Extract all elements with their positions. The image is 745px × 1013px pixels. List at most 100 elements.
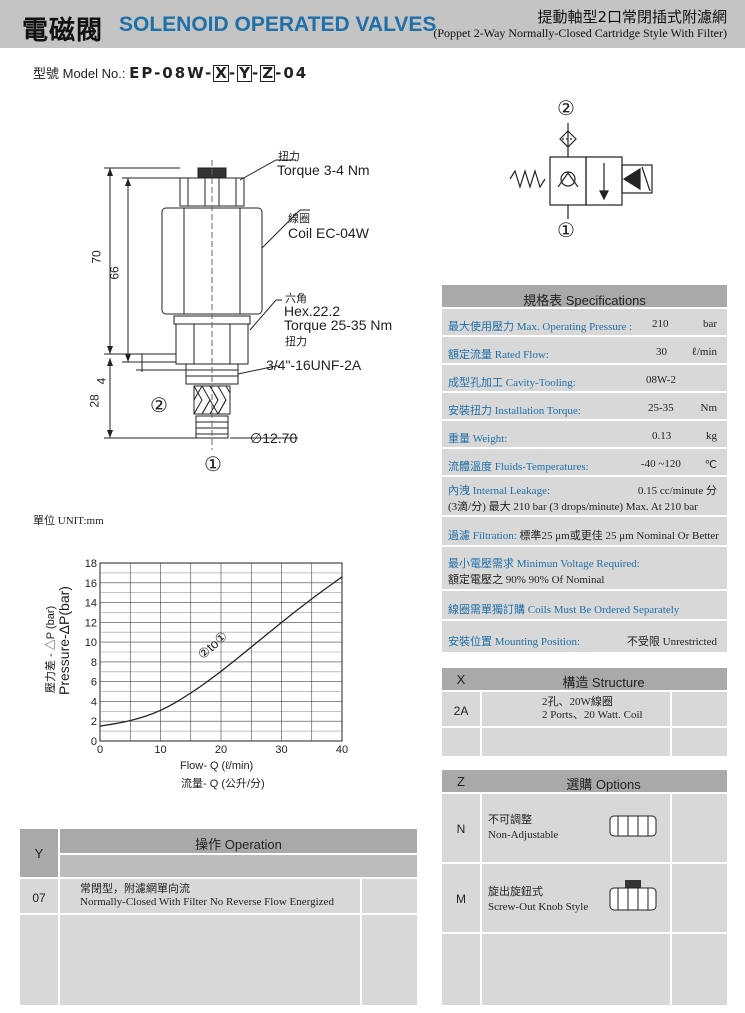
x-tick-label: 10 xyxy=(154,744,166,755)
model-prefix: EP-08W- xyxy=(129,64,214,82)
spec-row: 流體溫度 Fluids-Temperatures: -40 ~120 ℃ xyxy=(442,447,727,475)
spec-value: 210 xyxy=(652,318,669,330)
spec-unit: bar xyxy=(702,318,717,330)
subtitle-en: (Poppet 2-Way Normally-Closed Cartridge … xyxy=(433,26,727,40)
operation-row: 07 常閉型，附濾網單向流 Normally-Closed With Filte… xyxy=(20,877,417,913)
model-z: Z xyxy=(260,64,276,82)
spec-value: -40 ~120 xyxy=(641,458,681,470)
chart-ylabel: Pressure-ΔP(bar) xyxy=(56,586,72,695)
spec-unit: kg xyxy=(706,430,717,442)
structure-desc-cn: 2孔、20W線圈 xyxy=(542,696,613,708)
dim-66: 66 xyxy=(107,266,122,280)
spec-label: 流體溫度 Fluids-Temperatures: xyxy=(448,461,589,473)
hex-torque-label-cn: 扭力 xyxy=(285,336,307,348)
leakage-label: 內洩 Internal Leakage: xyxy=(448,485,551,497)
voltage-label: 最小電壓需求 Minimun Voltage Required: xyxy=(448,558,640,570)
page-header xyxy=(0,0,745,48)
option-cn: 旋出旋鈕式 xyxy=(488,886,543,898)
structure-divider xyxy=(670,690,672,756)
operation-col-y: Y xyxy=(34,846,44,861)
operation-code: 07 xyxy=(32,891,46,905)
x-tick-label: 20 xyxy=(215,744,227,755)
operation-cn: 常閉型，附濾網單向流 xyxy=(80,883,190,895)
structure-title: 構造 Structure xyxy=(562,675,645,690)
option-en: Screw-Out Knob Style xyxy=(488,901,589,913)
y-tick-label: 16 xyxy=(85,578,97,590)
operation-divider xyxy=(360,877,362,1005)
leakage-value: 0.15 cc/minute 分 xyxy=(637,485,717,497)
leakage-note: (3滴/分) 最大 210 bar (3 drops/minute) Max. … xyxy=(448,501,698,513)
structure-col-x: X xyxy=(456,672,466,687)
spec-header: 規格表 Specifications xyxy=(442,283,727,308)
drawing-port-2: ② xyxy=(150,395,168,417)
spec-unit: ℃ xyxy=(704,459,717,471)
diameter-label: ∅12.70 xyxy=(250,430,298,446)
hex-label-cn: 六角 xyxy=(285,293,307,305)
screw-out-knob-icon xyxy=(609,880,657,911)
specifications-table: 規格表 Specifications 最大使用壓力 Max. Operating… xyxy=(442,283,727,652)
coil-label: Coil EC-04W xyxy=(288,225,369,241)
title-cn: 電磁閥 xyxy=(22,16,104,46)
hex-label: Hex.22.2 xyxy=(284,303,341,319)
y-tick-label: 8 xyxy=(91,657,97,669)
chart-grid xyxy=(99,562,343,742)
model-x: X xyxy=(213,64,229,82)
spec-title: 規格表 Specifications xyxy=(523,293,646,308)
spec-label: 最大使用壓力 Max. Operating Pressure : xyxy=(448,321,633,333)
spec-label: 安裝扭力 Installation Torque: xyxy=(448,405,581,417)
spec-row: 最大使用壓力 Max. Operating Pressure : 210 bar xyxy=(442,307,727,335)
valve-drawing xyxy=(104,159,310,450)
chart-series-line xyxy=(99,576,343,727)
title-en: SOLENOID OPERATED VALVES xyxy=(119,13,437,36)
option-cn: 不可調整 xyxy=(488,814,532,826)
y-tick-label: 12 xyxy=(85,617,97,629)
filtration-label: 過濾 Filtration: xyxy=(448,530,517,542)
model-code: EP-08W-X-Y-Z-04 xyxy=(129,64,309,82)
spec-label: 額定流量 Rated Flow: xyxy=(448,349,549,361)
option-row: N 不可調整 Non-Adjustable xyxy=(442,792,727,862)
model-y: Y xyxy=(237,64,252,82)
filtration-value: 標準25 μm或更佳 25 μm Nominal Or Better xyxy=(519,530,719,542)
hydraulic-symbol xyxy=(509,123,653,219)
spec-unit: ℓ/min xyxy=(691,346,717,358)
spec-value: 30 xyxy=(656,346,667,358)
coil-note: 線圈需單獨訂購 Coils Must Be Ordered Separately xyxy=(448,604,680,616)
subtitle-cn: 提動軸型2口常閉插式附濾網 xyxy=(537,8,727,26)
filtration: 過濾 Filtration: 標準25 μm或更佳 25 μm Nominal … xyxy=(448,527,719,543)
spec-row-coil: 線圈需單獨訂購 Coils Must Be Ordered Separately xyxy=(442,589,727,619)
non-adjustable-nut-icon xyxy=(609,815,657,837)
torque-label-cn: 扭力 xyxy=(278,151,300,163)
spec-label: 成型孔加工 Cavity-Tooling: xyxy=(448,377,576,389)
voltage-value: 額定電壓之 90% 90% Of Nominal xyxy=(448,574,605,586)
y-tick-label: 0 xyxy=(91,736,97,748)
y-tick-label: 10 xyxy=(85,637,97,649)
operation-title: 操作 Operation xyxy=(195,837,282,852)
chart-xlabel-cn: 流量- Q (公升/分) xyxy=(181,778,265,790)
spec-row: 額定流量 Rated Flow: 30 ℓ/min xyxy=(442,335,727,363)
x-tick-label: 40 xyxy=(336,744,348,755)
options-divider xyxy=(670,792,672,1005)
thread-label: 3/4"-16UNF-2A xyxy=(266,357,362,373)
operation-table: Y 操作 Operation 07 常閉型，附濾網單向流 Normally-Cl… xyxy=(20,829,417,1005)
y-tick-label: 6 xyxy=(91,677,97,689)
dim-70: 70 xyxy=(89,250,104,264)
spec-row-voltage: 最小電壓需求 Minimun Voltage Required: 額定電壓之 9… xyxy=(442,545,727,589)
model-label: 型號 Model No.: xyxy=(33,66,126,81)
option-row: M 旋出旋鈕式 Screw-Out Knob Style xyxy=(442,862,727,932)
structure-table: X 構造 Structure 2A 2孔、20W線圈 2 Ports、20 Wa… xyxy=(442,668,727,756)
operation-header xyxy=(60,829,417,853)
spec-label: 重量 Weight: xyxy=(448,433,508,445)
hex-torque-label: Torque 25-35 Nm xyxy=(284,317,393,333)
y-tick-label: 18 xyxy=(85,558,97,570)
y-tick-label: 2 xyxy=(91,716,97,728)
structure-row-empty xyxy=(442,726,727,756)
spec-unit: Nm xyxy=(700,402,718,414)
option-code: N xyxy=(456,822,466,836)
symbol-port-1: ① xyxy=(557,220,575,242)
option-row-empty xyxy=(442,932,727,1005)
spec-value: 0.13 xyxy=(652,430,672,442)
structure-header: X 構造 Structure xyxy=(442,668,727,690)
mount-value: 不受限 Unrestricted xyxy=(626,636,717,648)
